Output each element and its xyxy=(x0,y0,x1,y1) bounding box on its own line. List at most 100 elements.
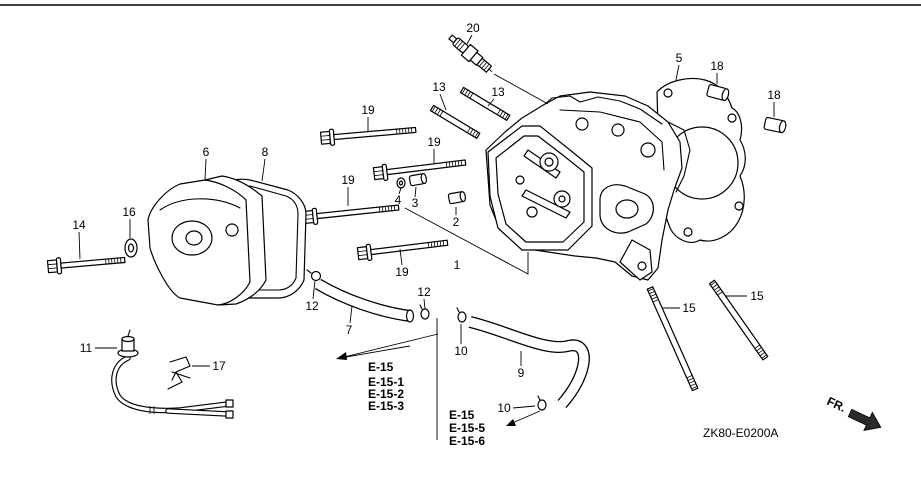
callout-10-a: 10 xyxy=(454,344,468,358)
clip-tab xyxy=(537,395,541,401)
washer-inner xyxy=(127,243,135,253)
stud-thread xyxy=(461,88,509,120)
bolt-hex-facets xyxy=(373,170,384,177)
reference-code[interactable]: E-15-2 xyxy=(368,387,404,401)
boss-hole xyxy=(637,261,647,271)
head-side-face xyxy=(667,121,691,193)
reference-arrowhead xyxy=(336,352,347,360)
flange-bolt-19-a xyxy=(319,126,417,146)
tube-clip-10-b xyxy=(537,395,547,411)
stud-bolt-15-b xyxy=(708,279,769,361)
intake-port xyxy=(615,199,639,219)
breather-tube-7 xyxy=(314,278,415,323)
dowel-end xyxy=(721,88,730,102)
dowel-pin-2 xyxy=(447,191,466,205)
tube-clip-12-b xyxy=(306,269,322,282)
bolt-shank xyxy=(370,239,449,256)
stud-bolt-13-a xyxy=(429,104,481,139)
callout-9: 9 xyxy=(518,366,525,380)
clip-tab xyxy=(306,269,312,274)
drawing-code: ZK80-E0200A xyxy=(703,426,778,440)
dowel-pin-18-b xyxy=(763,116,787,134)
bolt-hex-facets xyxy=(47,263,58,270)
flange-bolt-19-d xyxy=(356,239,449,261)
stud-thread xyxy=(710,281,767,359)
cover-bolt-hole xyxy=(185,230,203,246)
reference-code[interactable]: E-15-3 xyxy=(368,399,404,413)
washer-4 xyxy=(396,177,406,189)
callout-12-b: 12 xyxy=(305,299,319,313)
wire-sleeve-marks xyxy=(149,406,155,414)
callout-5: 5 xyxy=(676,51,683,65)
leader-line-4 xyxy=(398,187,402,195)
bolt-hex-head xyxy=(46,259,59,274)
cylinder-head-gasket xyxy=(656,77,746,243)
pushrod-guide xyxy=(515,175,525,185)
leader-line-14 xyxy=(78,231,81,260)
tube-clip-12-a xyxy=(419,304,430,320)
spark-plug xyxy=(448,34,493,73)
callout-19-b: 19 xyxy=(427,135,441,149)
callout-18-b: 18 xyxy=(767,88,781,102)
gasket-bolt-hole xyxy=(727,113,737,123)
leader-line-1 xyxy=(404,207,529,275)
wire-outline xyxy=(111,355,231,414)
front-arrow-icon xyxy=(847,408,882,432)
tube-fill xyxy=(315,279,411,321)
plug-thread-lines xyxy=(479,60,490,71)
sealing-washer-16 xyxy=(124,238,138,258)
gasket-bolt-hole xyxy=(734,201,744,211)
leader-line-20 xyxy=(466,34,473,45)
valve-stem xyxy=(558,195,566,203)
head-top-ridge xyxy=(544,95,663,125)
grommet-top xyxy=(121,335,135,343)
reference-arrowhead xyxy=(506,419,516,426)
bolt-hex-head xyxy=(319,130,332,145)
bolt-thread xyxy=(379,205,396,213)
reference-arrow-group-1 xyxy=(336,333,439,360)
valve-stem xyxy=(544,157,554,167)
flange-bolt-19-b xyxy=(372,159,467,181)
breather-tube-9 xyxy=(468,316,590,409)
cylinder-head xyxy=(485,91,691,281)
bolt-shank xyxy=(316,204,400,220)
front-arrow-shape xyxy=(847,408,882,432)
gasket-inner-edge xyxy=(229,185,299,291)
dowel-end xyxy=(459,191,466,203)
bolt-thread xyxy=(396,127,413,135)
stud-shank xyxy=(708,279,769,361)
reference-code[interactable]: E-15-6 xyxy=(449,434,485,448)
dowel-pin-3 xyxy=(408,173,427,187)
stud-thread xyxy=(647,288,698,390)
stud-bolt-15-a xyxy=(646,286,699,392)
rocker-arm xyxy=(521,189,571,219)
callout-3: 3 xyxy=(412,196,419,210)
leader-line-5 xyxy=(675,64,680,81)
bolt-shank xyxy=(386,159,467,176)
front-label: FR. xyxy=(825,394,848,415)
head-bolt-boss xyxy=(640,142,656,158)
plug-insulator-ribs xyxy=(454,39,466,51)
callout-4: 4 xyxy=(395,193,402,207)
callout-10-b: 10 xyxy=(497,401,511,415)
dowel-pin-18-a xyxy=(706,84,730,102)
reference-code[interactable]: E-15-1 xyxy=(368,375,404,389)
tube-end xyxy=(405,309,415,323)
bolt-thread xyxy=(427,240,445,248)
tube-clip-10-a xyxy=(456,307,467,323)
head-bolt-boss xyxy=(611,123,625,137)
stud-shank xyxy=(429,104,481,139)
wire-terminal xyxy=(225,410,234,419)
reference-code[interactable]: E-15 xyxy=(449,408,475,422)
leader-line-8 xyxy=(261,158,266,182)
reference-code[interactable]: E-15-5 xyxy=(449,421,485,435)
leader-line-12-a xyxy=(423,298,426,310)
head-cover xyxy=(147,175,267,306)
callout-16: 16 xyxy=(122,205,136,219)
reference-code[interactable]: E-15 xyxy=(368,360,394,374)
front-direction-marker: FR. xyxy=(825,394,882,432)
callout-19-c: 19 xyxy=(341,173,355,187)
reference-line xyxy=(339,333,439,359)
wire-harness-11 xyxy=(111,329,234,419)
